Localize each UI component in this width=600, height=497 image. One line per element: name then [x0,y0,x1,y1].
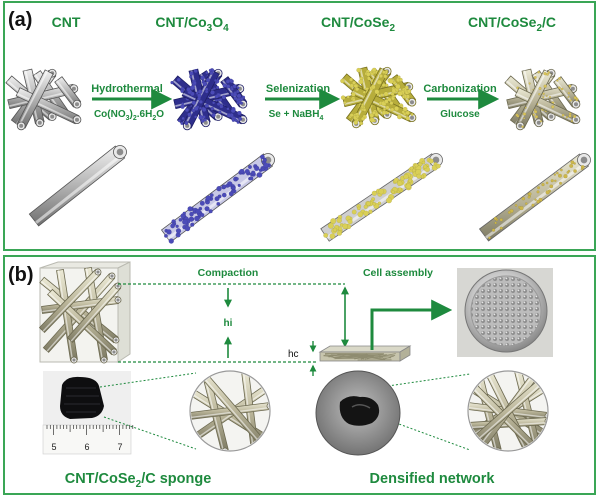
arrow-selenization-top-label: Selenization [266,83,330,95]
single-cnt-tube [28,145,127,227]
cnt-cose2-c-network-illustration [504,68,581,131]
single-cnt-co3o4-tube [160,153,275,244]
title-cnt-cose2: CNT/CoSe2 [321,14,395,34]
arrow-hydrothermal-top-label: Hydrothermal [91,83,163,95]
compaction-label: Compaction [198,267,259,279]
zoom-line-1 [99,372,197,388]
cnt-co3o4-network-illustration [170,68,248,131]
cell-assembly-label: Cell assembly [363,267,433,279]
sponge-photo: 5 6 7 [42,371,134,455]
arrow-selenization-bottom-label: Se + NaBH4 [269,109,324,122]
densified-disc-photo [315,370,401,456]
arrow-hydrothermal: Hydrothermal Co(NO3)2.6H2O [91,83,173,122]
ruler-tick-5: 5 [51,442,56,452]
sponge-zoom-circle [189,370,271,452]
panel-a-label: (a) [8,9,32,31]
single-cnt-cose2-tube [320,153,443,242]
panel-a-frame [3,1,596,251]
coin-cell-photo [457,268,553,357]
zoom-line-2 [103,416,197,450]
arrow-carbonization: Carbonization Glucose [423,83,500,120]
title-cnt: CNT [52,14,81,30]
cnt-network-illustration [5,68,82,131]
title-cnt-co3o4: CNT/Co3O4 [155,14,229,34]
zoom-line-4 [387,419,471,451]
ruler-tick-6: 6 [84,442,89,452]
hc-label: hc [288,349,299,360]
panel-b-label: (b) [8,264,34,286]
arrow-carbonization-top-label: Carbonization [423,83,497,95]
compressed-slab [318,345,412,362]
arrow-hydrothermal-bottom-label: Co(NO3)2.6H2O [94,109,164,122]
single-cnt-cose2-c-tube [478,153,591,242]
title-cnt-cose2-c: CNT/CoSe2/C [468,14,556,34]
ruler-tick-7: 7 [117,442,122,452]
arrow-selenization: Selenization Se + NaBH4 [265,83,341,122]
hi-label: hi [224,318,233,329]
network-caption: Densified network [370,471,496,487]
network-zoom-circle [467,370,549,452]
cell-assembly-arrow [370,299,453,350]
sponge-cube [38,261,131,364]
sponge-caption: CNT/CoSe2/C sponge [65,471,212,490]
zoom-line-3 [387,373,471,387]
cnt-cose2-network-illustration [340,66,417,129]
arrow-carbonization-bottom-label: Glucose [440,109,480,120]
